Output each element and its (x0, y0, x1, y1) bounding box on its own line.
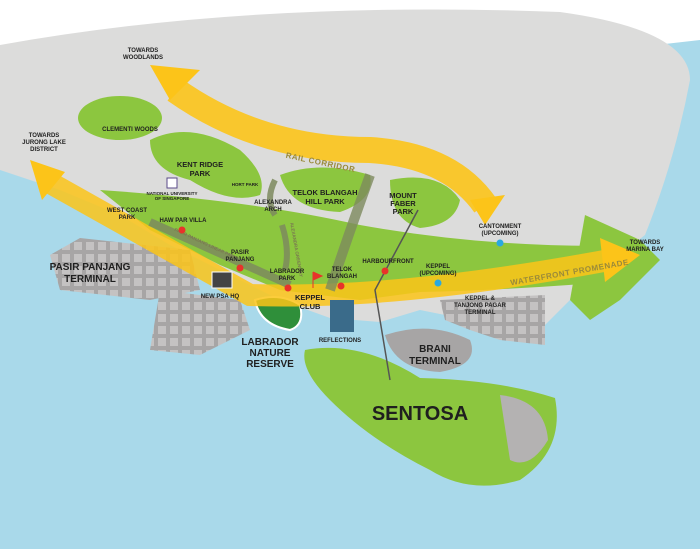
jurong-arrowhead (30, 160, 65, 200)
alexandra-greenway-path (267, 178, 290, 271)
mrt-upcoming-icon (434, 279, 442, 287)
alexandra-arch-label: ALEXANDRA (254, 200, 292, 206)
svg-text:WOODLANDS: WOODLANDS (123, 55, 163, 61)
svg-text:NATURE: NATURE (250, 348, 291, 359)
telok-blangah-hill-area (280, 167, 371, 212)
mount-faber-park-label: MOUNT (389, 191, 417, 200)
svg-text:PARK: PARK (279, 276, 296, 282)
brani-terminal (385, 328, 472, 372)
svg-text:ARCH: ARCH (264, 207, 281, 213)
clementi-woods-area (78, 96, 162, 140)
keppel-terminal-label: KEPPEL & (465, 296, 496, 302)
svg-text:MARINA BAY: MARINA BAY (626, 247, 664, 253)
labrador-park-station-label: LABRADOR (270, 269, 305, 275)
svg-text:FABER: FABER (390, 199, 416, 208)
svg-text:BLANGAH: BLANGAH (327, 274, 357, 280)
mrt-upcoming-icon (496, 239, 504, 247)
waterfront-promenade-route (39, 170, 623, 307)
sentosa-island (304, 347, 557, 486)
rail-corridor-route (167, 79, 496, 213)
mrt-icon (178, 226, 186, 234)
mrt-icon (337, 282, 345, 290)
svg-text:PARK: PARK (119, 215, 136, 221)
svg-text:TANJONG PAGAR: TANJONG PAGAR (454, 303, 506, 309)
svg-text:(UPCOMING): (UPCOMING) (482, 231, 519, 237)
woodlands-arrowhead (150, 65, 200, 100)
direction-labels: TOWARDS WOODLANDS TOWARDS JURONG LAKE DI… (22, 48, 664, 253)
svg-text:TERMINAL: TERMINAL (465, 310, 496, 316)
psa-hq-label: NEW PSA HQ (201, 294, 240, 300)
west-coast-park-label: WEST COAST (107, 208, 147, 214)
mrt-icon (381, 267, 389, 275)
cantonment-arrowhead (470, 195, 505, 225)
cable-car-line (374, 209, 419, 381)
svg-text:PARK: PARK (393, 207, 414, 216)
pasir-panjang-terminal-label: PASIR PANJANG (50, 262, 131, 273)
reflections-towers-icon (330, 300, 354, 332)
towards-woodlands-label: TOWARDS (128, 48, 159, 54)
svg-text:RESERVE: RESERVE (246, 359, 294, 370)
svg-text:PARK: PARK (190, 169, 211, 178)
pasir-panjang-terminal-south (150, 290, 250, 355)
psa-hq-building-icon (211, 271, 233, 289)
pasir-panjang-linear-park-path (148, 218, 292, 289)
svg-text:TERMINAL: TERMINAL (409, 356, 461, 367)
telok-blangah-hill-park-label: TELOK BLANGAH (293, 188, 358, 197)
svg-text:TERMINAL: TERMINAL (64, 274, 116, 285)
towards-marina-label: TOWARDS (630, 240, 661, 246)
haw-par-villa-station-label: HAW PAR VILLA (160, 218, 208, 224)
mount-faber-area (390, 177, 460, 228)
cantonment-station-label: CANTONMENT (479, 224, 522, 230)
svg-text:DISTRICT: DISTRICT (30, 147, 58, 153)
nus-label: NATIONAL UNIVERSITY (146, 191, 197, 196)
marina-arrowhead (600, 238, 640, 282)
southern-ridges-path (325, 173, 375, 292)
svg-text:HILL PARK: HILL PARK (305, 197, 345, 206)
towards-jurong-label: TOWARDS (29, 133, 60, 139)
brani-terminal-label: BRANI (419, 344, 451, 355)
telok-blangah-station-label: TELOK (332, 267, 353, 273)
nus-crest-icon (166, 177, 178, 189)
labrador-nature-reserve-label: LABRADOR (241, 337, 299, 348)
keppel-station-label: KEPPEL (426, 264, 450, 270)
golf-flag-icon (312, 271, 324, 288)
harbourfront-station-label: HARBOURFRONT (362, 259, 414, 265)
sentosa-label: SENTOSA (372, 403, 468, 425)
sentosa-grey-area (500, 395, 548, 463)
kent-ridge-park-label: KENT RIDGE (177, 160, 223, 169)
kent-ridge-area (150, 132, 262, 198)
svg-text:CLUB: CLUB (300, 302, 321, 311)
svg-text:PANJANG: PANJANG (226, 257, 255, 263)
keppel-club-label: KEPPEL (295, 293, 325, 302)
svg-text:OF SINGAPORE: OF SINGAPORE (155, 196, 190, 201)
mrt-icon (284, 284, 292, 292)
reflections-label: REFLECTIONS (319, 338, 361, 344)
clementi-woods-label: CLEMENTI WOODS (102, 127, 158, 133)
hort-park-label: HORT PARK (232, 182, 259, 187)
stations: HAW PAR VILLA PASIR PANJANG LABRADOR PAR… (160, 218, 522, 292)
svg-text:JURONG LAKE: JURONG LAKE (22, 140, 66, 146)
mrt-icon (236, 264, 244, 272)
keppel-terminal (440, 295, 545, 345)
svg-text:(UPCOMING): (UPCOMING) (420, 271, 457, 277)
pasir-panjang-station-label: PASIR (231, 250, 250, 256)
